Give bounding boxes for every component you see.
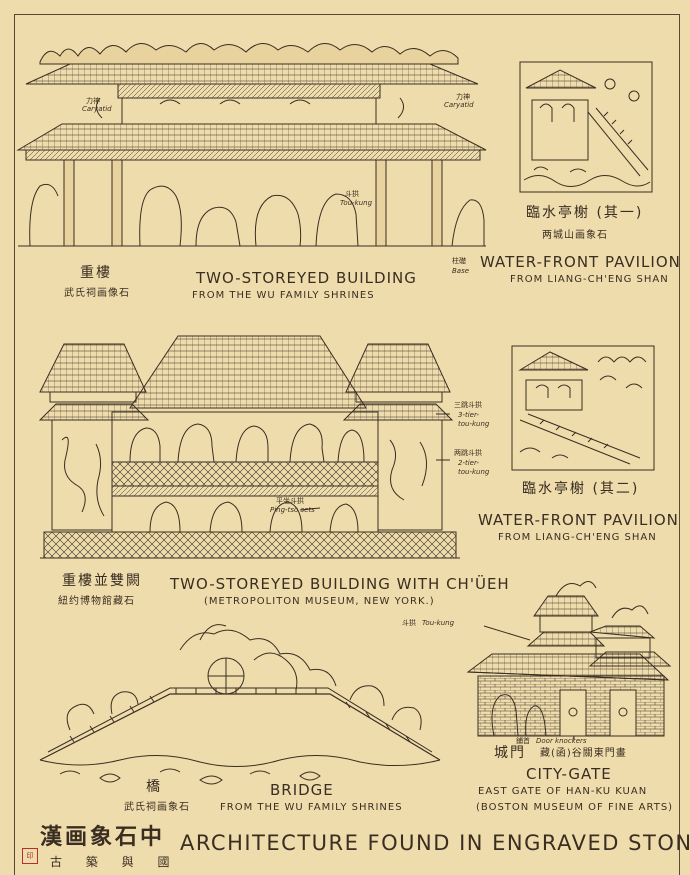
footer-cn-partial: 古 築 與 國 [50,855,180,869]
pavilion-1-subtitle-en: FROM LIANG-CH'ENG SHAN [510,274,669,285]
three-tier-cn: 三跳斗拱 [454,401,482,409]
city-gate-subtitle-en-2: (BOSTON MUSEUM OF FINE ARTS) [476,802,674,813]
chueh-building-title-cn: 重樓並雙闕 [62,573,142,589]
city-gate-subtitle-en: EAST GATE OF HAN-KU KUAN [478,786,648,797]
ping-tso-en: Ping-tso sets [270,506,315,514]
three-tier-en-2: tou-kung [458,420,490,428]
pavilion-1-subtitle-cn: 两城山画象石 [542,230,608,241]
wu-building-title-cn: 重樓 [80,265,112,281]
wu-building-title-en: TWO-STOREYED BUILDING [196,269,417,287]
caryatid-left-en: Caryatid [82,105,112,113]
chueh-building-illustration [40,336,460,558]
bridge-subtitle-cn: 武氏祠画象石 [124,802,190,813]
ping-tso-cn: 平坐斗拱 [276,497,304,505]
pavilion-2-title-en: WATER-FRONT PAVILION [478,511,679,529]
three-tier-en-1: 3-tier- [458,411,479,419]
page-border [14,14,680,875]
gate-toukung-cn: 斗拱 [402,619,416,627]
bridge-subtitle-en: FROM THE WU FAMILY SHRINES [220,802,403,813]
city-gate-title-cn: 城門 [494,745,526,761]
pavilion-2-subtitle-en: FROM LIANG-CH'ENG SHAN [498,532,657,543]
caryatid-left-cn: 力神 [86,97,100,105]
knockers-cn: 鋪首 [516,737,530,745]
caryatid-right-cn: 力神 [456,93,470,101]
bridge-illustration [40,625,440,784]
two-tier-cn: 两跳斗拱 [454,449,482,457]
toukung-cn: 斗拱 [345,190,359,198]
city-gate-title-cn-2: 藏(函)谷關東門畫 [540,748,627,759]
bridge-title-en: BRIDGE [270,781,334,799]
chueh-building-subtitle-en: (METROPOLITON MUSEUM, NEW YORK.) [204,596,435,607]
caryatid-right-en: Caryatid [444,101,474,109]
chueh-building-subtitle-cn: 紐约博物館藏石 [58,596,135,607]
pavilion-2-illustration [512,346,654,470]
knockers-en: Door knockers [536,737,587,745]
base-en: Base [452,267,470,275]
page-title-cn: 漢画象石中 [40,825,166,850]
two-tier-en-2: tou-kung [458,468,490,476]
wu-building-subtitle-en: FROM THE WU FAMILY SHRINES [192,290,375,301]
toukung-en: Tou-kung [340,199,373,207]
chueh-building-title-en: TWO-STOREYED BUILDING WITH CH'ÜEH [170,575,510,593]
pavilion-1-illustration [520,62,652,192]
wu-building-subtitle-cn: 武氏祠画像石 [64,288,130,299]
two-tier-en-1: 2-tier- [458,459,479,467]
page-title: ARCHITECTURE FOUND IN ENGRAVED STONES [180,831,690,855]
base-cn: 柱礎 [452,257,466,265]
gate-toukung-en: Tou-kung [422,619,455,627]
pavilion-1-title-en: WATER-FRONT PAVILION [480,253,681,271]
bridge-title-cn: 橋 [146,779,162,795]
city-gate-title-en: CITY-GATE [526,765,612,783]
wu-building-illustration [18,43,486,246]
city-gate-illustration [468,581,670,740]
pavilion-2-title-cn: 臨水亭榭 (其二) [522,481,640,497]
pavilion-1-title-cn: 臨水亭榭 (其一) [526,205,644,221]
